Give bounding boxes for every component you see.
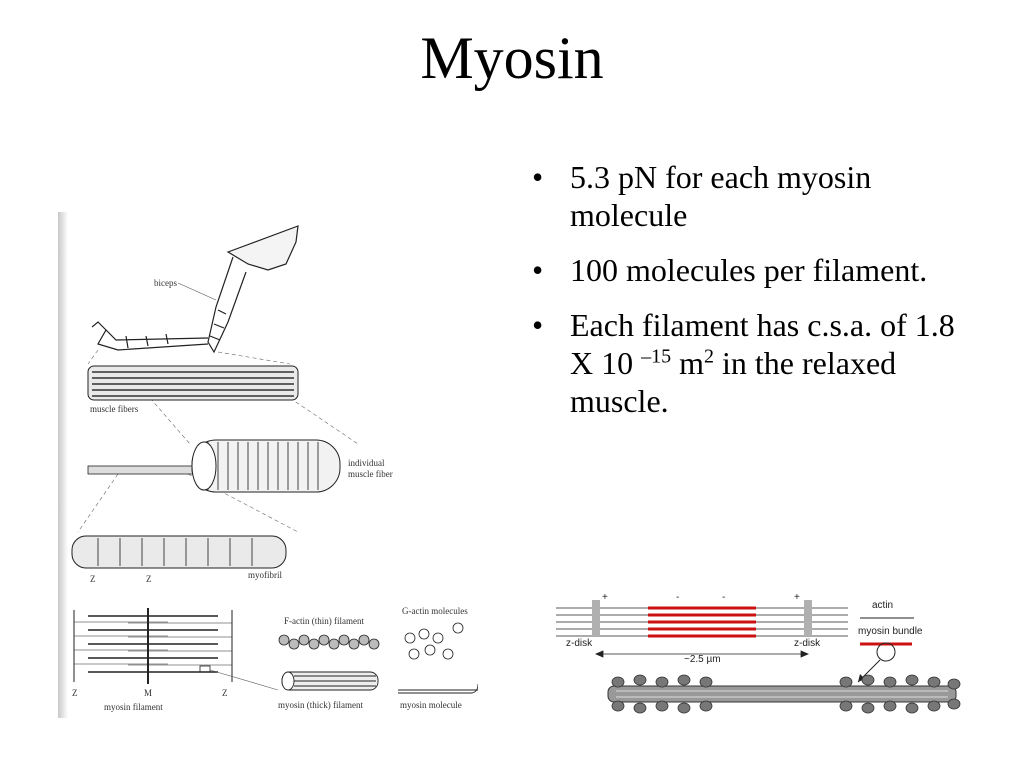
label-z-disk-left: z-disk [566,638,593,649]
label-z4: Z [222,688,228,698]
bullet-item: 5.3 pN for each myosin molecule [528,158,968,234]
bullet-text: 5.3 pN for each myosin molecule [570,159,872,233]
length-arrow [594,650,810,658]
label-g-actin: G-actin molecules [402,606,468,616]
f-actin-drawing [278,634,380,650]
sarcomere-drawing [73,608,279,691]
label-z-disk-right: z-disk [794,638,821,649]
slide-title: Myosin [420,25,604,91]
muscle-structure-figure: biceps muscle fibers [58,212,478,718]
label-plus-left: + [602,592,608,603]
exponent-squared: 2 [704,345,714,368]
z-disk-right [804,600,812,636]
label-z1: Z [90,574,96,584]
label-length: ~2.5 µm [684,654,721,665]
bullet-item: 100 molecules per filament. [528,251,968,289]
myosin-molecule-drawing [398,683,478,694]
bullet-text-pre: Each filament has c.s.a. of 1.8 X 10 [570,307,955,381]
label-z3: Z [72,688,78,698]
label-fiber-1: individual [348,458,385,468]
label-muscle-fibers: muscle fibers [90,404,139,414]
label-plus-right: + [794,592,800,603]
muscle-fibers-drawing [87,365,299,401]
label-minus-right: - [722,592,725,603]
label-myosin-molecule: myosin molecule [400,700,462,710]
label-myosin-filament: myosin filament [104,702,163,712]
bullet-list: 5.3 pN for each myosin molecule 100 mole… [528,158,968,437]
myosin-bars [648,606,756,638]
bullet-text-mid: m [671,345,704,381]
myofibril-drawing [71,535,287,569]
bullet-text-post: in the relaxed muscle. [570,345,897,419]
label-myosin-bundle: myosin bundle [858,626,923,637]
thick-filament-drawing [281,671,379,691]
label-actin: actin [872,600,893,611]
label-myofibril: myofibril [248,570,282,580]
arm-drawing [91,225,299,354]
z-disk-left [592,600,600,636]
sarcomere-schematic: + - - + z-disk z-disk ~2.5 µm actin myos… [556,586,966,718]
myosin-bundle-drawing [607,674,961,714]
exponent: –15 [641,345,672,368]
scan-edge-shade [58,212,68,718]
magnify-circle [876,642,896,662]
label-z2: Z [146,574,152,584]
bullet-text: 100 molecules per filament. [570,252,928,288]
bullet-item: Each filament has c.s.a. of 1.8 X 10 –15… [528,306,968,420]
individual-fiber-drawing [87,439,341,493]
label-biceps: biceps [154,278,177,288]
label-m: M [144,688,152,698]
label-myosin-thick: myosin (thick) filament [278,700,363,710]
g-actin-drawing [404,622,464,660]
label-f-actin: F-actin (thin) filament [284,616,364,626]
label-fiber-2: muscle fiber [348,469,393,479]
label-minus-left: - [676,592,679,603]
